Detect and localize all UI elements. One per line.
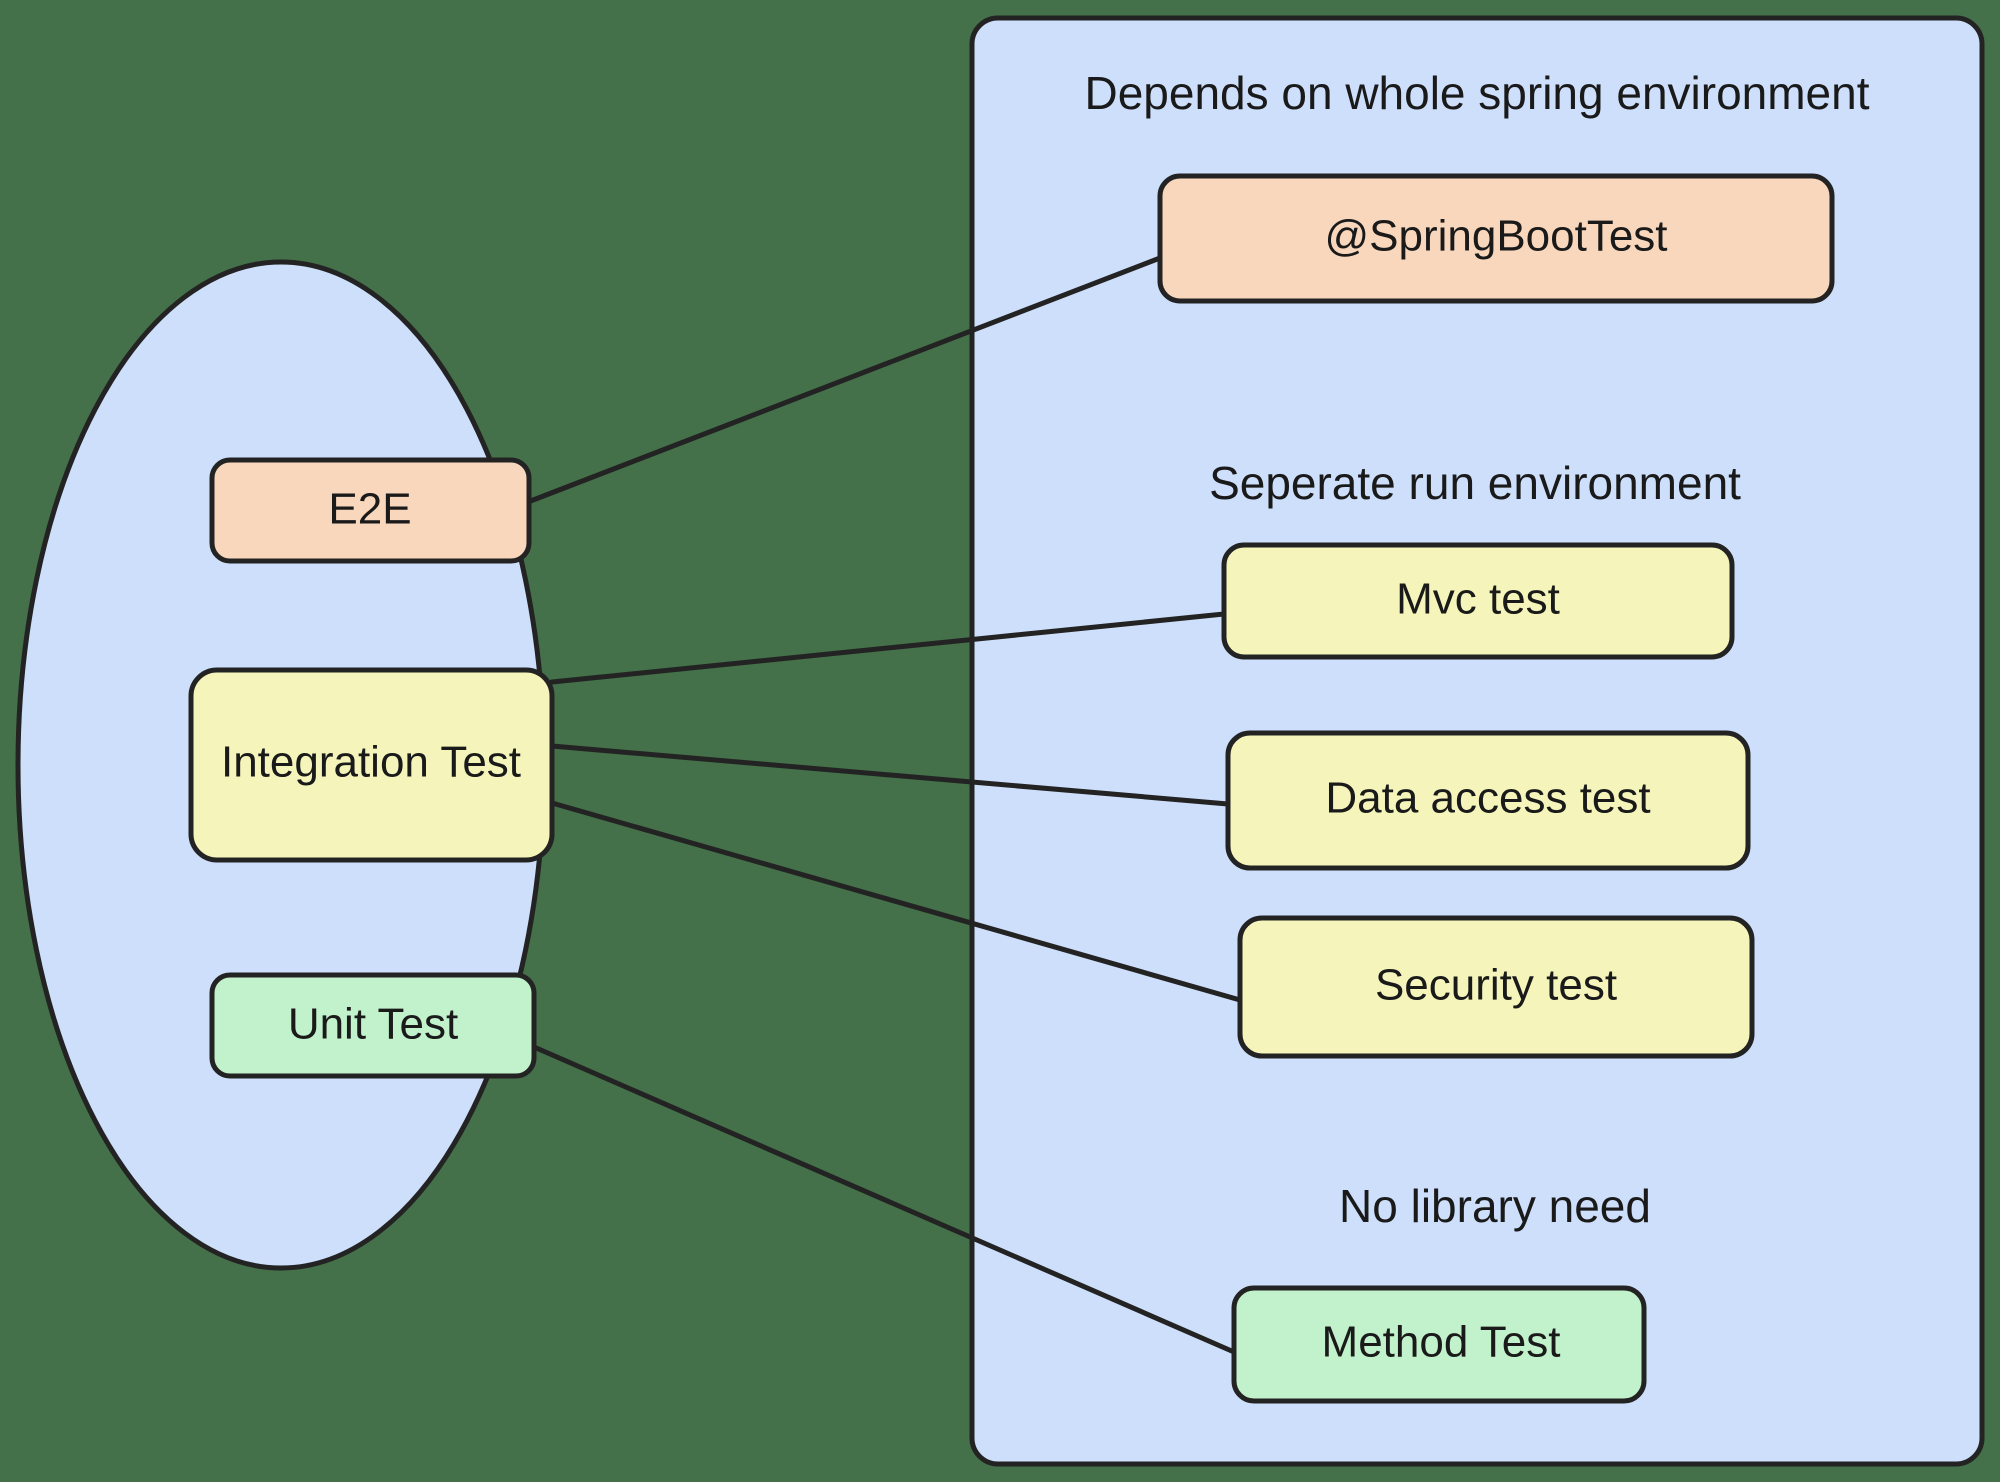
node-integration-test-box[interactable] (188, 667, 555, 863)
node-security-test-box[interactable] (1237, 915, 1755, 1059)
node-mvc-test-box[interactable] (1221, 542, 1735, 660)
node-springboottest-box[interactable] (1157, 173, 1835, 304)
node-mvc-test[interactable]: Mvc test (1221, 542, 1735, 660)
section-label-whole-spring-environment: Depends on whole spring environment (1084, 67, 1869, 119)
node-unit-test[interactable]: Unit Test (209, 972, 537, 1079)
node-e2e-box[interactable] (209, 457, 532, 564)
connector-integration-to-data-access (549, 743, 1231, 807)
node-security-test-label: Security test (1375, 961, 1617, 1010)
node-data-access-test[interactable]: Data access test (1225, 730, 1751, 871)
section-label-separate-run-environment: Seperate run environment (1209, 457, 1741, 509)
connector-integration-to-security (549, 800, 1243, 1003)
connector-unit-to-method (531, 1044, 1237, 1355)
node-data-access-test-label: Data access test (1325, 774, 1650, 823)
node-e2e-label: E2E (328, 485, 411, 534)
node-unit-test-box[interactable] (209, 972, 537, 1079)
node-security-test[interactable]: Security test (1237, 915, 1755, 1059)
connector-e2e-to-springboottest (525, 255, 1163, 505)
node-data-access-test-box[interactable] (1225, 730, 1751, 871)
node-method-test-box[interactable] (1231, 1285, 1647, 1404)
connector-group (525, 255, 1243, 1355)
node-integration-test-label: Integration Test (221, 738, 521, 787)
node-method-test[interactable]: Method Test (1231, 1285, 1647, 1404)
node-springboottest-label: @SpringBootTest (1324, 212, 1667, 261)
connector-integration-to-mvc (549, 611, 1227, 685)
node-unit-test-label: Unit Test (288, 1000, 458, 1049)
node-mvc-test-label: Mvc test (1396, 575, 1560, 624)
node-e2e[interactable]: E2E (209, 457, 532, 564)
node-integration-test[interactable]: Integration Test (188, 667, 555, 863)
node-springboottest[interactable]: @SpringBootTest (1157, 173, 1835, 304)
node-method-test-label: Method Test (1322, 1318, 1561, 1367)
section-label-no-library-need: No library need (1339, 1180, 1651, 1232)
